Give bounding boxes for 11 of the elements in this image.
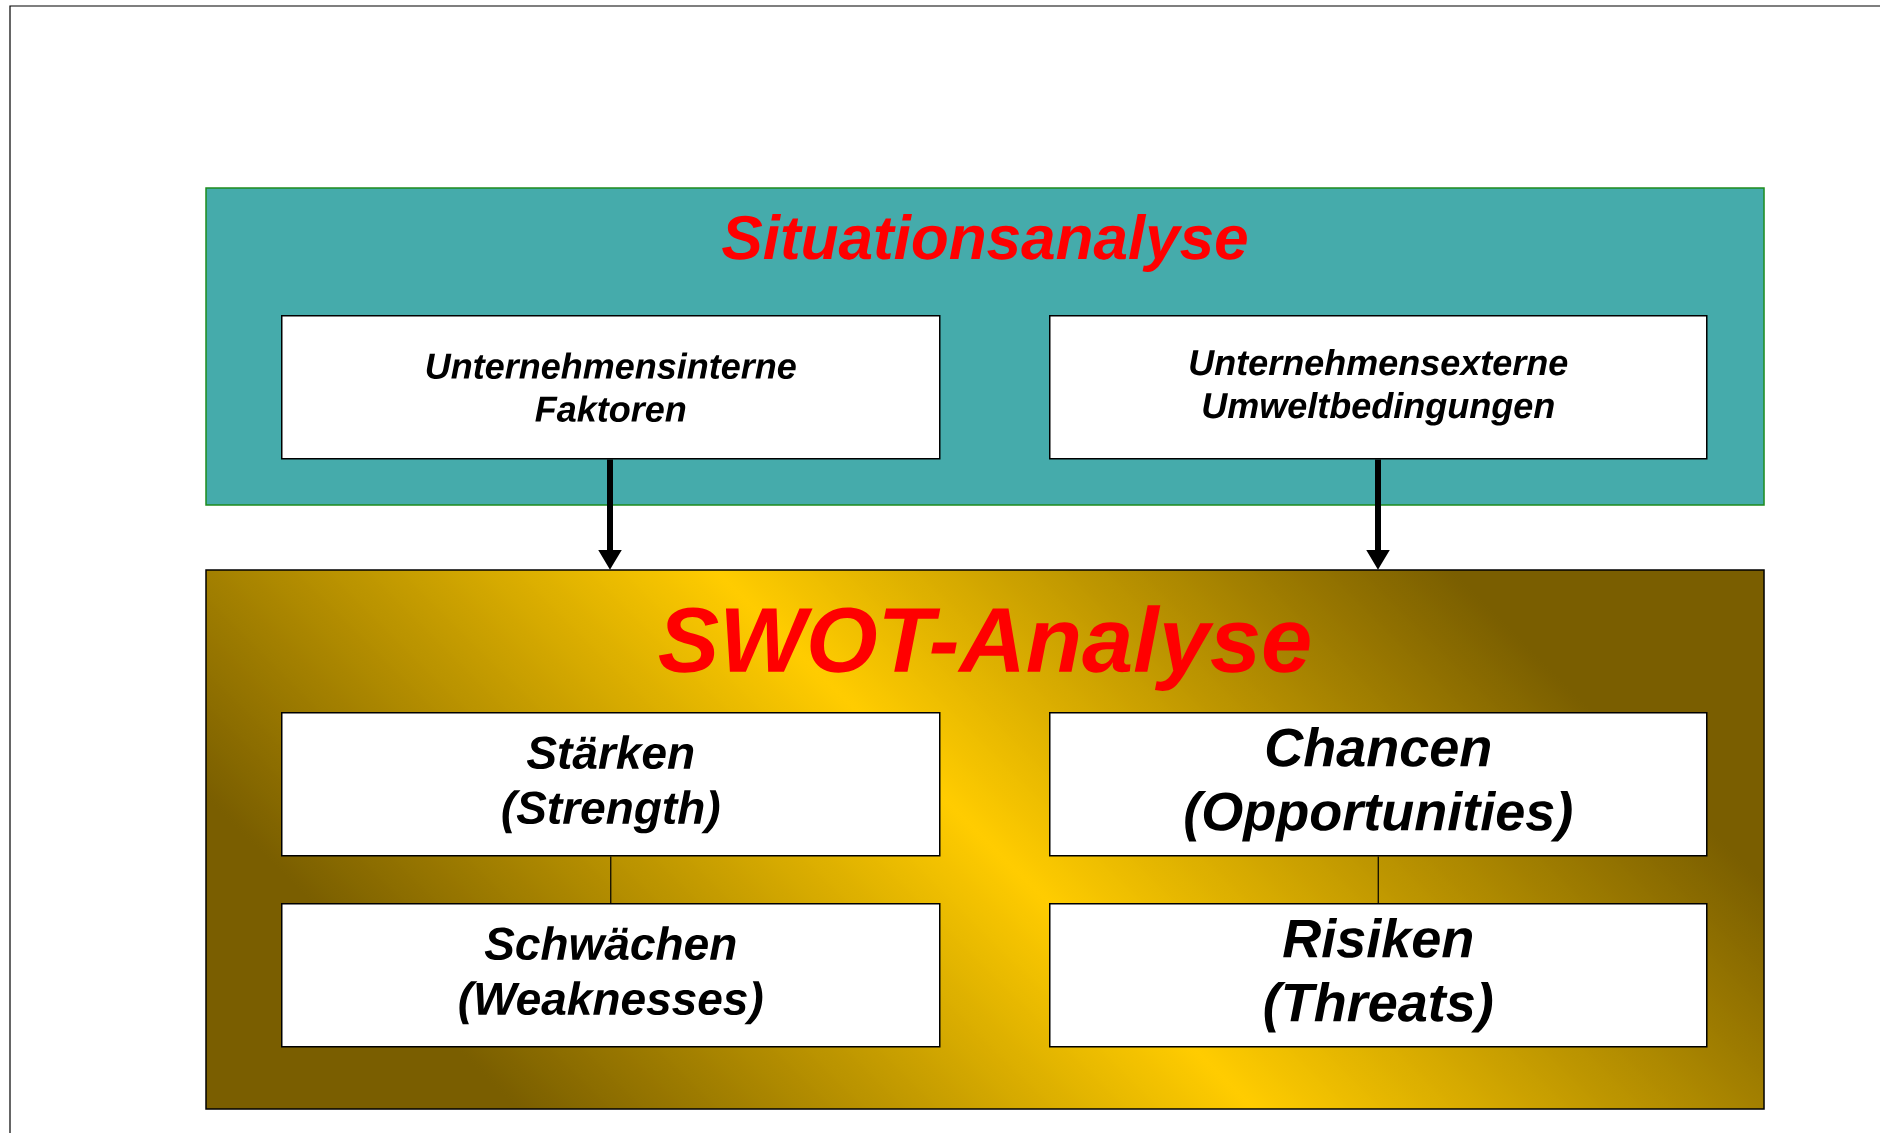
text-box: Chancen (Opportunities) — [1049, 712, 1708, 857]
text-box: Stärken (Strength) — [281, 712, 941, 857]
panel-title: SWOT-Analyse — [658, 605, 1310, 691]
connector-line — [610, 855, 612, 904]
text-box: Unternehmensinterne Faktoren — [281, 315, 941, 460]
panel-title: Situationsanalyse — [722, 214, 1247, 272]
gradient-panel — [205, 569, 1765, 1110]
text-box: Risiken (Threats) — [1049, 903, 1708, 1048]
text-box: Unternehmensexterne Umweltbedingungen — [1049, 315, 1708, 460]
text-box: Schwächen (Weaknesses) — [281, 903, 941, 1048]
connector-line — [1377, 855, 1379, 904]
